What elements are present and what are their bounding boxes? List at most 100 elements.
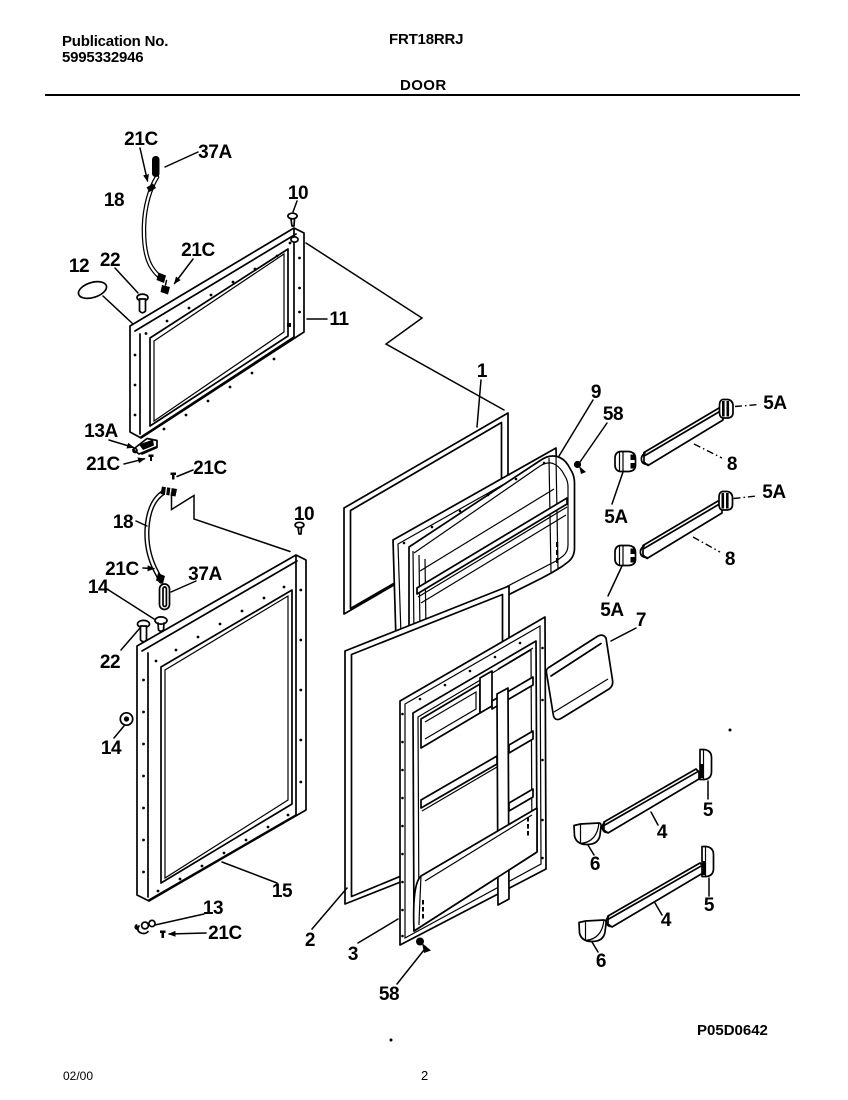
screw-10-lower (294, 521, 305, 535)
callout-label: 5 (704, 895, 715, 916)
leader-line (108, 439, 135, 449)
callout-label: 10 (288, 183, 308, 204)
model-number: FRT18RRJ (389, 31, 464, 48)
stray-dot-2 (389, 1038, 393, 1042)
callout-label: 21C (181, 240, 215, 261)
leader-line (102, 295, 134, 325)
freezer-bar-8-bottom (639, 500, 723, 560)
leader-line (142, 565, 155, 572)
leader-line (357, 918, 399, 944)
end-cap-5a-left-top (614, 450, 637, 473)
alignment-zigzag-lower (170, 492, 291, 553)
leader-line (164, 151, 199, 168)
leader-lines (102, 147, 760, 985)
footer-page-number: 2 (421, 1068, 429, 1083)
callout-label: 21C (105, 559, 139, 580)
callout-label: 21C (208, 923, 242, 944)
end-cap-5a-left-bottom (614, 544, 637, 567)
callout-label: 8 (727, 454, 737, 475)
leader-line (558, 399, 594, 457)
leader-line (170, 580, 197, 593)
footer-date: 02/00 (63, 1069, 94, 1083)
leader-line (579, 422, 608, 463)
leader-line (476, 379, 482, 428)
publication-number: 5995332946 (62, 49, 144, 66)
callout-label: 18 (104, 190, 124, 211)
plug-14-upper (154, 616, 168, 633)
leader-line (610, 627, 637, 642)
leader-line (591, 941, 599, 953)
callout-label: 5 (703, 800, 714, 821)
leader-line (113, 725, 125, 739)
callout-label: 4 (661, 910, 672, 931)
callout-label: 7 (636, 610, 646, 631)
leader-line (587, 844, 595, 856)
leader-line (154, 913, 205, 926)
grommet-14-lower (119, 711, 134, 727)
leader-line (168, 930, 207, 937)
stray-dot-1 (728, 728, 732, 732)
screw-22-upper (136, 293, 149, 314)
dash-dot-leader (693, 443, 723, 459)
callout-label: 5A (763, 393, 787, 414)
leader-line (611, 471, 624, 505)
bracket-13a (132, 437, 158, 455)
callout-label: 15 (272, 881, 293, 902)
callout-label: 12 (69, 256, 89, 277)
cap-5-top (699, 748, 713, 781)
callout-label: 5A (762, 482, 786, 503)
leader-line (396, 949, 425, 985)
dash-dot-leader (734, 403, 760, 408)
screw-21c-5 (170, 472, 176, 480)
screw-58-upper (573, 460, 586, 474)
cap-6-top (573, 822, 602, 846)
leader-line (176, 469, 194, 478)
leader-line (123, 457, 146, 465)
callout-labels: 21C 37A 18 12 22 21C 10 11 13A 21C 21C 1… (69, 129, 788, 1005)
callout-label: 14 (101, 738, 122, 759)
callout-label: 6 (590, 854, 600, 875)
callout-label: 1 (477, 361, 488, 382)
cap-6-bottom (578, 919, 607, 943)
screw-21c-7 (160, 930, 166, 938)
freezer-door-panel-11 (129, 227, 305, 439)
callout-label: 21C (124, 129, 158, 150)
leader-line (654, 902, 663, 916)
section-title: DOOR (400, 77, 447, 94)
callout-label: 18 (113, 512, 133, 533)
leader-line (120, 627, 141, 651)
leader-line (139, 147, 149, 182)
freezer-gasket-1 (343, 412, 509, 615)
leader-line (135, 520, 148, 527)
callout-label: 2 (305, 930, 315, 951)
publication-label: Publication No. (62, 33, 169, 50)
fridge-bar-4-bottom (605, 862, 704, 928)
leader-line (292, 200, 298, 213)
pin-37a-upper (152, 156, 160, 177)
callout-label: 8 (725, 549, 735, 570)
callout-label: 21C (86, 454, 120, 475)
leader-line (607, 565, 623, 597)
dash-dot-leader (692, 536, 721, 553)
cap-5-bottom (701, 845, 715, 878)
fridge-inner-liner-3 (399, 616, 547, 946)
callout-label: 10 (294, 504, 314, 525)
leader-line (173, 258, 194, 285)
leader-line (114, 267, 139, 294)
leader-line (311, 887, 348, 930)
callout-label: 5A (604, 507, 628, 528)
callout-label: 9 (591, 382, 601, 403)
screw-21c-3 (148, 454, 154, 461)
callout-label: 14 (88, 577, 109, 598)
clip-21c-1 (146, 183, 156, 192)
water-tube-18-upper (141, 174, 166, 283)
callout-label: 22 (100, 652, 120, 673)
leader-line (106, 588, 155, 620)
alignment-zigzag-upper (305, 242, 505, 411)
dairy-door-7 (545, 634, 614, 721)
clip-13 (134, 919, 156, 935)
fridge-door-panel-15 (136, 554, 307, 902)
callout-label: 13A (84, 421, 118, 442)
end-cap-5a-right-bottom (718, 490, 734, 511)
